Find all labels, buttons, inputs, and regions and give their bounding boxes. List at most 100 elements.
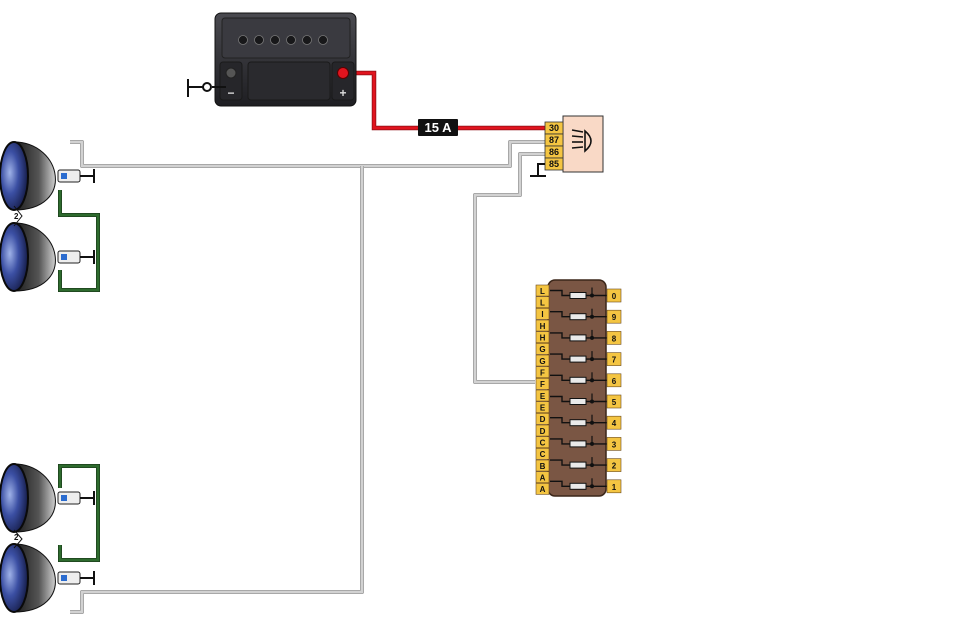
fuse-number-8: 8: [606, 331, 622, 345]
fuse-element: [550, 414, 607, 427]
fuse-letter-label: C: [540, 439, 546, 448]
fuse-element: [550, 329, 607, 342]
fuse-number-3: 3: [606, 437, 622, 451]
fuse-letter-9: E: [535, 389, 550, 402]
fuse-number-0: 0: [606, 288, 622, 303]
fuse-number-column: 0 9 8 7 6 5 4 3 2 1: [606, 288, 622, 494]
fuse-letter-0: L: [535, 284, 550, 297]
positive-symbol: +: [339, 86, 346, 100]
fuse-number-9: 9: [606, 309, 622, 324]
fuse-letter-label: H: [540, 334, 546, 343]
lamp-pair-label-top: 2: [14, 212, 19, 221]
fuse-letter-6: G: [535, 354, 550, 367]
fuse-letter-13: C: [535, 436, 550, 449]
fuse-number-label: 2: [612, 462, 617, 471]
fuse-number-label: 1: [612, 483, 617, 492]
relay-ground-icon: [530, 163, 546, 177]
battery: − +: [187, 12, 357, 107]
inline-fuse-label: 15 A: [425, 120, 453, 135]
fuse-rows: [550, 287, 607, 490]
fuse-letter-label: G: [539, 357, 545, 366]
fuse-letter-label: E: [540, 404, 546, 413]
fuse-letter-2: I: [535, 308, 550, 320]
fuse-number-4: 4: [606, 415, 622, 430]
relay-pin-85: 85: [549, 159, 559, 169]
fuse-letter-label: H: [540, 322, 546, 331]
lamp-ground-icon: [80, 571, 95, 585]
headlamp-relay: 30 87 86 85: [530, 115, 604, 177]
relay-pin-30: 30: [549, 123, 559, 133]
fuse-number-label: 4: [612, 419, 617, 428]
headlamp-top-1: [0, 141, 95, 211]
fuse-letter-10: E: [535, 401, 550, 414]
fuse-element: [550, 393, 607, 405]
relay-pin-87: 87: [549, 135, 559, 145]
fuse-element: [550, 351, 607, 363]
negative-terminal: [225, 67, 237, 79]
fuse-letter-11: D: [535, 413, 550, 425]
fuse-letter-16: A: [535, 471, 550, 484]
headlamps: [0, 141, 100, 613]
fuse-element: [550, 372, 607, 384]
green-jumper-top: [58, 190, 100, 292]
fuse-number-label: 8: [612, 334, 617, 343]
fuse-letter-3: H: [535, 319, 550, 332]
gray-wire-group: [70, 140, 545, 614]
fuse-letter-label: I: [541, 310, 543, 319]
lamp-ground-icon: [80, 169, 95, 183]
inline-fuse: 15 A: [418, 119, 458, 136]
fuse-number-label: 9: [612, 313, 617, 322]
fuse-letter-label: C: [540, 450, 546, 459]
fuse-letter-14: C: [535, 448, 550, 460]
relay-pins: 30 87 86 85: [544, 121, 564, 171]
battery-cell-caps: [238, 35, 328, 45]
fuse-letter-label: D: [540, 415, 546, 424]
fuse-letter-8: F: [535, 378, 550, 390]
fuse-number-1: 1: [606, 479, 622, 494]
headlamp-bottom-1: [0, 463, 95, 533]
headlamp-top-2: [0, 222, 95, 292]
fuse-letter-label: F: [540, 380, 545, 389]
negative-symbol: −: [227, 86, 234, 100]
fuse-number-5: 5: [606, 394, 622, 409]
relay-pin-86: 86: [549, 147, 559, 157]
fuse-number-label: 0: [612, 292, 617, 301]
fuse-letter-label: A: [540, 474, 546, 483]
fuse-letter-label: F: [540, 369, 545, 378]
fuse-letter-7: F: [535, 366, 550, 379]
fuse-letter-label: L: [540, 299, 545, 308]
lamp-pair-link-top: [13, 205, 23, 227]
fuse-letter-4: H: [535, 331, 550, 344]
lamp-ground-icon: [80, 250, 95, 264]
fuse-letter-label: A: [540, 485, 546, 494]
fuse-letter-17: A: [535, 483, 550, 495]
fuse-number-label: 5: [612, 398, 617, 407]
headlamp-bottom-2: [0, 543, 95, 613]
fuse-letter-12: D: [535, 424, 550, 437]
positive-wire: [346, 70, 545, 131]
positive-terminal: [337, 67, 349, 79]
fuse-letter-label: E: [540, 392, 546, 401]
fuse-number-7: 7: [606, 352, 622, 366]
fuse-element: [550, 308, 607, 321]
green-jumper-bottom: [58, 464, 100, 562]
fuse-element: [550, 478, 607, 490]
fuse-element: [550, 287, 607, 299]
fuse-letter-label: B: [540, 462, 546, 471]
fuse-letter-1: L: [535, 296, 550, 309]
lamp-pair-label-bottom: 2: [14, 533, 19, 542]
lamp-ground-icon: [80, 491, 95, 505]
fuse-number-6: 6: [606, 373, 622, 388]
fuse-number-label: 7: [612, 356, 617, 365]
fuse-number-label: 6: [612, 377, 617, 386]
fuse-number-2: 2: [606, 458, 622, 472]
fuse-letter-label: G: [539, 345, 545, 354]
fuse-element: [550, 435, 607, 448]
fuse-letter-5: G: [535, 343, 550, 355]
lamp-pair-link-bottom: [13, 529, 23, 549]
headlamp-relay-icon: [571, 129, 592, 153]
battery-ground-icon: [187, 79, 226, 97]
